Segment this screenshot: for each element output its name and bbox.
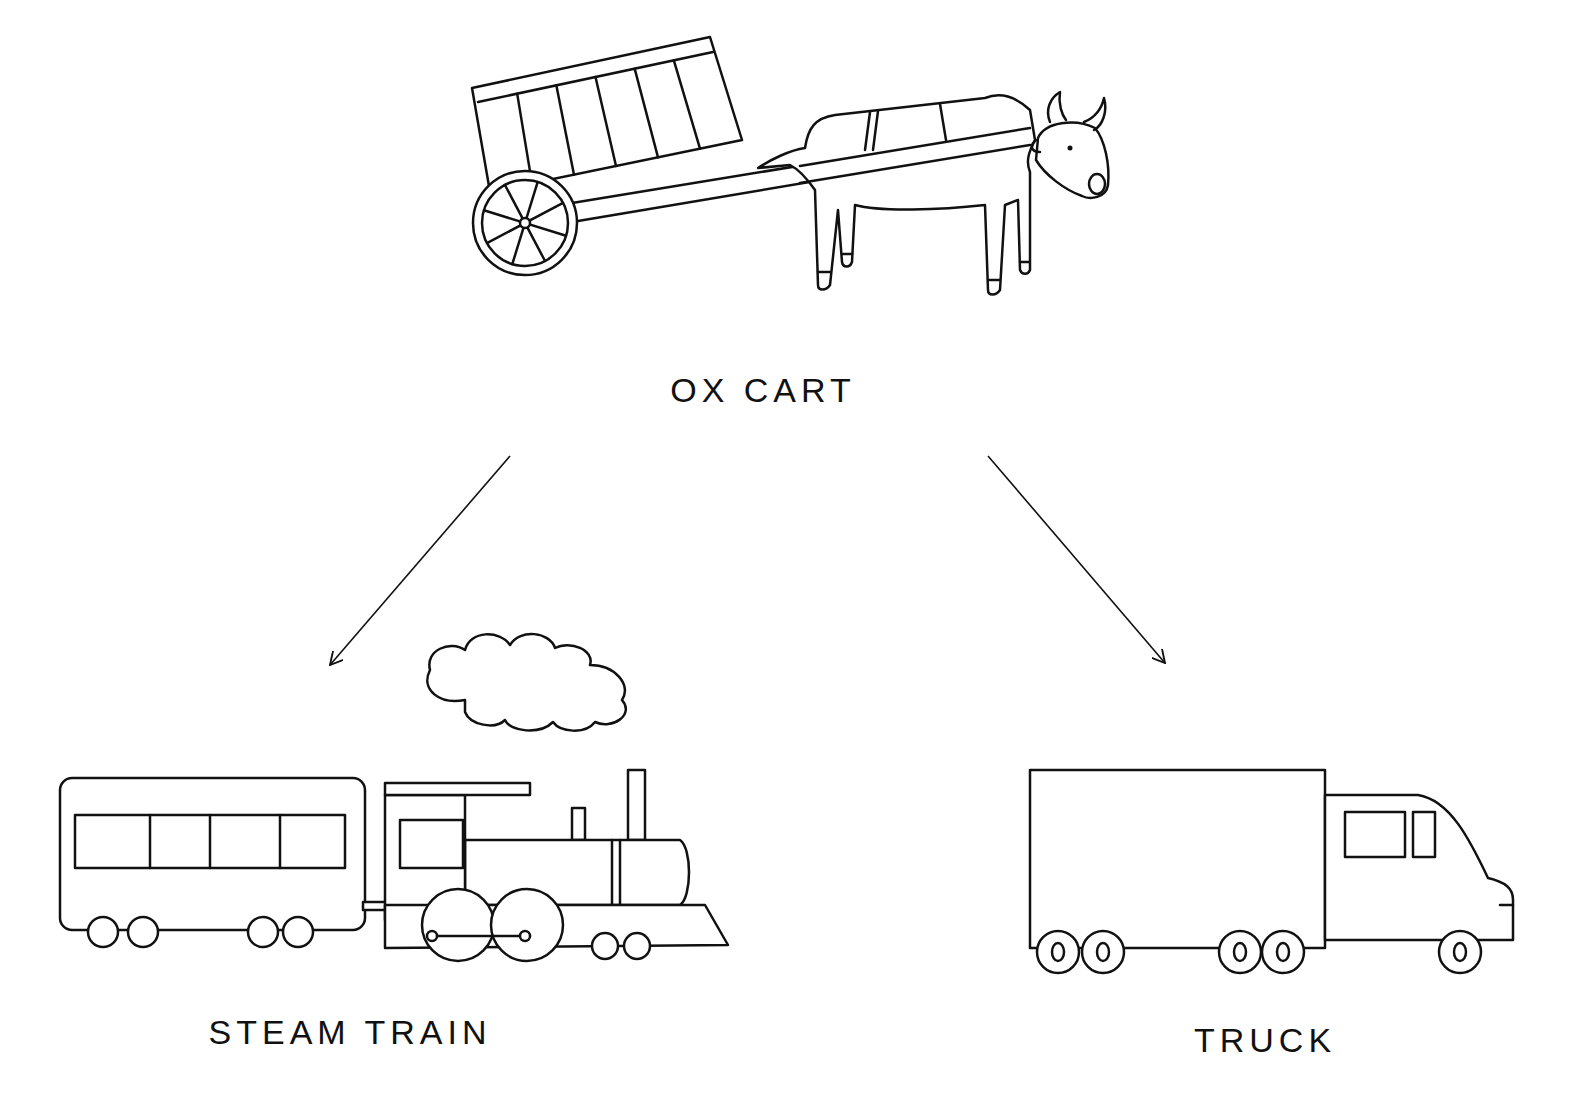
vehicle-label: STEAM TRAIN	[205, 1013, 496, 1051]
truck-wheel	[1037, 931, 1079, 973]
connector-arrow	[988, 456, 1165, 663]
truck-wheel	[1219, 931, 1261, 973]
wheel-spoke	[512, 182, 537, 264]
truck-hub	[1234, 943, 1246, 961]
wheel-spoke	[484, 210, 566, 235]
vehicle-node: STEAM TRAIN	[55, 665, 735, 1063]
cart-slat	[596, 77, 617, 166]
truck-hub	[1277, 943, 1289, 961]
truck-wheel	[1262, 931, 1304, 973]
connector-arrow	[330, 456, 510, 665]
vehicle-label: TRUCK	[1190, 1021, 1340, 1059]
ox-cart-drawing	[472, 37, 1108, 295]
truck-hub	[1454, 943, 1466, 961]
vehicle-node: OX CART	[470, 30, 1115, 456]
wheel-spoke	[487, 203, 563, 243]
truck-drawing	[1030, 770, 1513, 973]
truck-hub	[1052, 943, 1064, 961]
truck-hub	[1097, 943, 1109, 961]
cart-slat	[674, 60, 700, 148]
vehicle-node: TRUCK	[1025, 663, 1520, 1071]
vehicle-label: OX CART	[666, 371, 860, 409]
wheel-spoke	[505, 185, 545, 261]
steam-train-drawing	[60, 634, 728, 961]
truck-wheel	[1439, 931, 1481, 973]
cart-slat	[635, 69, 658, 158]
truck-wheel	[1082, 931, 1124, 973]
cart-slat	[556, 85, 574, 174]
